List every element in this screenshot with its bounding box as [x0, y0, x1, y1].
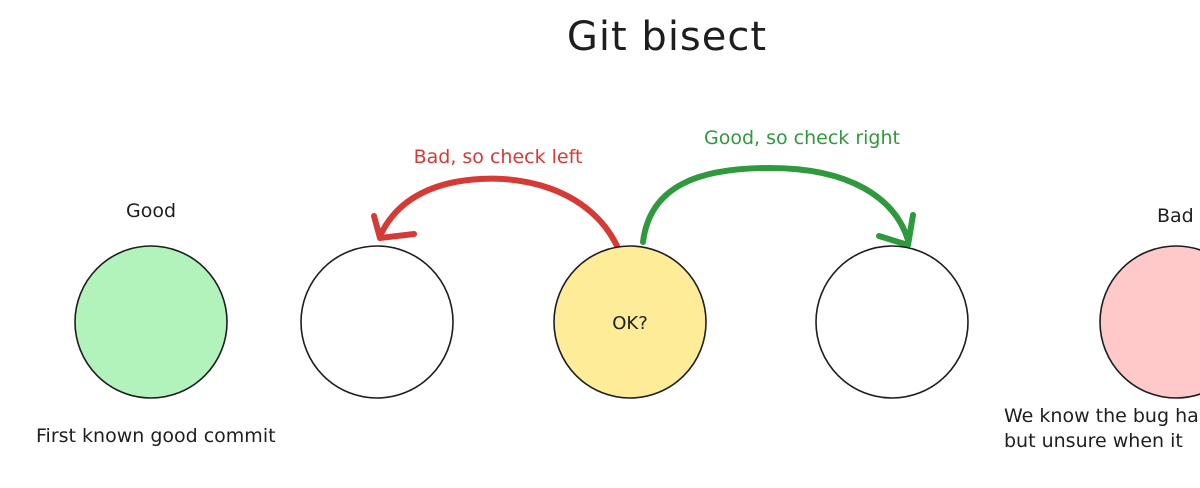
good-arrow-label: Good, so check right	[704, 127, 900, 149]
bad-note-line2: but unsure when it	[1004, 430, 1183, 452]
node-empty-right-circle	[815, 245, 969, 399]
bad-arrow-head	[371, 213, 417, 241]
node-good-label: Good	[126, 200, 176, 222]
bad-arrow-label: Bad, so check left	[414, 146, 583, 168]
commit-node-good: Good	[74, 200, 228, 399]
node-good-circle	[74, 245, 228, 399]
commit-node-empty-left	[300, 245, 454, 399]
node-mid-text: OK?	[612, 313, 648, 334]
node-bad-label: Bad	[1157, 205, 1194, 227]
good-check-right-arrow	[640, 164, 916, 248]
commit-node-mid: OK?	[553, 245, 707, 399]
diagram-title: Git bisect	[567, 14, 767, 60]
good-note: First known good commit	[36, 425, 276, 447]
bad-note-line1: We know the bug ha	[1004, 405, 1199, 427]
commit-node-bad: Bad	[1099, 205, 1200, 399]
node-mid-circle	[553, 245, 707, 399]
bad-arrow-curve	[377, 175, 620, 249]
node-empty-left-circle	[300, 245, 454, 399]
good-arrow-curve	[640, 164, 911, 245]
bad-check-left-arrow	[371, 175, 620, 249]
node-bad-circle	[1099, 245, 1200, 399]
commit-node-empty-right	[815, 245, 969, 399]
good-arrow-head	[876, 212, 916, 248]
